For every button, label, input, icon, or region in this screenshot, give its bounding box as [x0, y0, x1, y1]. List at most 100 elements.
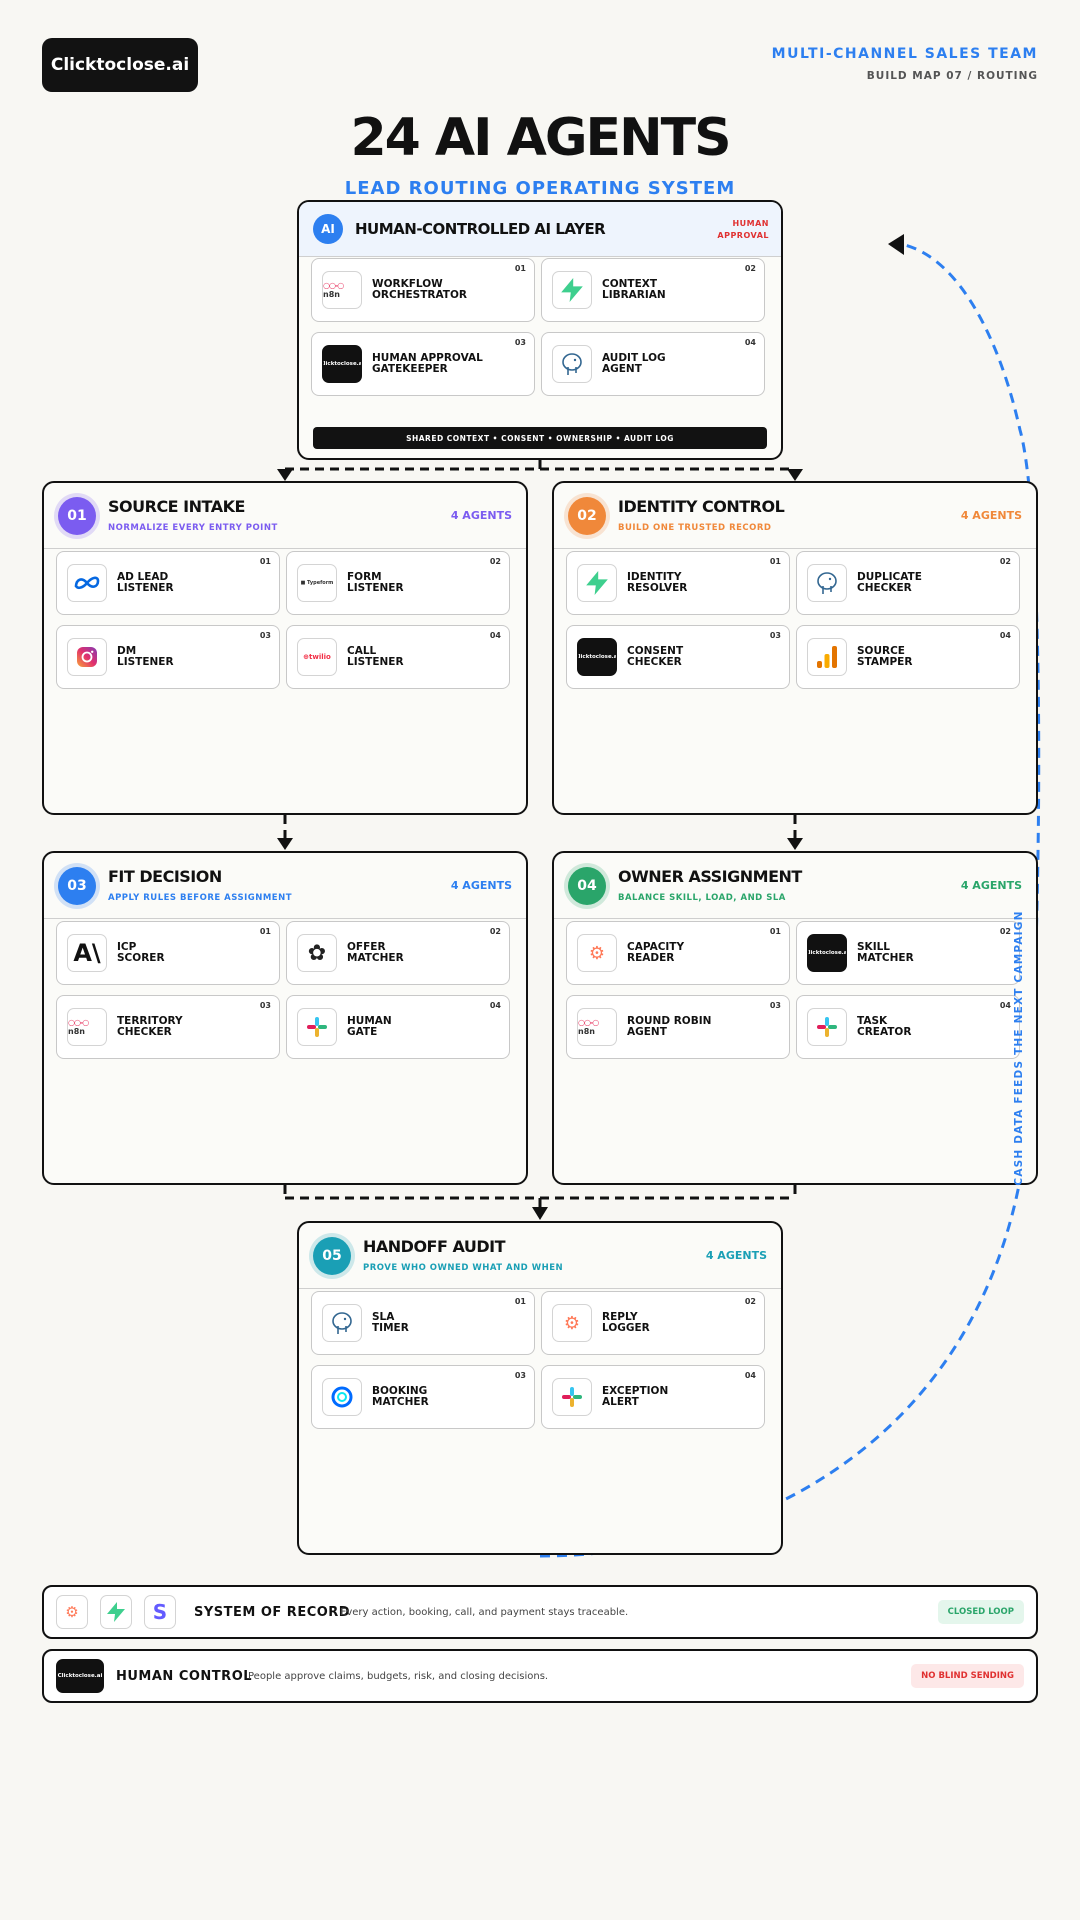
postgres-elephant-icon — [552, 345, 592, 383]
stage-header: 02 IDENTITY CONTROL BUILD ONE TRUSTED RECO… — [554, 483, 1036, 549]
brand-logo: Clicktoclose.ai — [42, 38, 198, 92]
agent-card-label: SOURCE STAMPER — [857, 645, 913, 668]
agent-card-label: SLA TIMER — [372, 1311, 409, 1334]
approval-line-1: HUMAN — [732, 219, 769, 228]
stage-title: SOURCE INTAKE — [108, 497, 245, 516]
arrow-to-source-intake — [277, 469, 293, 481]
agent-card-label: CAPACITY READER — [627, 941, 685, 964]
agent-card-number: 03 — [769, 1001, 781, 1010]
agent-card-label: IDENTITY RESOLVER — [627, 571, 688, 594]
agent-card-number: 03 — [514, 1371, 526, 1380]
stage-subtitle: APPLY RULES BEFORE ASSIGNMENT — [108, 893, 292, 903]
agent-card-number: 04 — [744, 338, 756, 347]
stage-number-badge: 04 — [568, 867, 606, 905]
agent-card-number: 01 — [769, 927, 781, 936]
no-blind-sending-badge: NO BLIND SENDING — [911, 1664, 1024, 1688]
twilio-icon: ⊕twilio — [297, 638, 337, 676]
arrow-to-fit-decision — [277, 838, 293, 850]
agent-card-number: 01 — [259, 927, 271, 936]
agent-card-label: WORKFLOW ORCHESTRATOR — [372, 278, 467, 301]
ai-layer-header: AI HUMAN-CONTROLLED AI LAYER HUMAN APPRO… — [299, 202, 781, 257]
supabase-bolt-icon — [577, 564, 617, 602]
agent-card-label: HUMAN GATE — [347, 1015, 392, 1038]
agent-card-number: 02 — [489, 557, 501, 566]
stage-agent-count: 4 AGENTS — [450, 509, 512, 522]
agent-card-number: 01 — [514, 1297, 526, 1306]
agent-card-number: 04 — [744, 1371, 756, 1380]
ai-layer-panel: AI HUMAN-CONTROLLED AI LAYER HUMAN APPRO… — [297, 200, 783, 460]
analytics-bars-icon — [807, 638, 847, 676]
agent-card-number: 02 — [744, 1297, 756, 1306]
agent-card-label: AUDIT LOG AGENT — [602, 352, 666, 375]
stage-agent-count: 4 AGENTS — [450, 879, 512, 892]
hubspot-icon: ⚙ — [577, 934, 617, 972]
stage-subtitle: BALANCE SKILL, LOAD, AND SLA — [618, 893, 786, 903]
stage-title: HANDOFF AUDIT — [363, 1237, 506, 1256]
agent-card-label: SKILL MATCHER — [857, 941, 914, 964]
agent-card-label: HUMAN APPROVAL GATEKEEPER — [372, 352, 483, 375]
stage-number-badge: 01 — [58, 497, 96, 535]
slack-icon — [807, 1008, 847, 1046]
team-title: MULTI-CHANNEL SALES TEAM — [771, 46, 1038, 62]
clicktoclose-icon: Clicktoclose.ai — [807, 934, 847, 972]
stage-subtitle: NORMALIZE EVERY ENTRY POINT — [108, 523, 278, 533]
agent-card: Clicktoclose.ai03HUMAN APPROVAL GATEKEEP… — [311, 332, 535, 396]
clicktoclose-icon: Clicktoclose.ai — [577, 638, 617, 676]
typeform-icon: ■ Typeform — [297, 564, 337, 602]
agent-card-number: 02 — [489, 927, 501, 936]
system-of-record-desc: Every action, booking, call, and payment… — [340, 1607, 629, 1618]
stage-number-badge: 02 — [568, 497, 606, 535]
agent-card-number: 02 — [999, 557, 1011, 566]
agent-card-label: ICP SCORER — [117, 941, 165, 964]
human-control-desc: People approve claims, budgets, risk, an… — [248, 1671, 549, 1682]
agent-card-number: 02 — [744, 264, 756, 273]
arrow-to-handoff-audit — [532, 1207, 548, 1220]
arrow-to-owner-assignment — [787, 838, 803, 850]
arrow-to-identity-control — [787, 469, 803, 481]
agent-card-number: 01 — [514, 264, 526, 273]
agent-card-label: ROUND ROBIN AGENT — [627, 1015, 712, 1038]
stage-subtitle: BUILD ONE TRUSTED RECORD — [618, 523, 772, 533]
n8n-icon: ○○-○ n8n — [67, 1008, 107, 1046]
stage-identity-control: 02 IDENTITY CONTROL BUILD ONE TRUSTED RECO… — [552, 481, 1038, 815]
meta-icon — [67, 564, 107, 602]
n8n-icon: ○○-○ n8n — [577, 1008, 617, 1046]
agent-card-label: DM LISTENER — [117, 645, 174, 668]
stage-title: IDENTITY CONTROL — [618, 497, 785, 516]
stage-number-badge: 03 — [58, 867, 96, 905]
human-control-box: Clicktoclose.ai HUMAN CONTROL People app… — [42, 1649, 1038, 1703]
agent-card-number: 02 — [999, 927, 1011, 936]
postgres-elephant-icon — [807, 564, 847, 602]
slack-icon — [552, 1378, 592, 1416]
agent-card-label: AD LEAD LISTENER — [117, 571, 174, 594]
header-meta: MULTI-CHANNEL SALES TEAM BUILD MAP 07 / … — [772, 46, 1038, 82]
agent-card-label: CONTEXT LIBRARIAN — [602, 278, 666, 301]
agent-card-label: CONSENT CHECKER — [627, 645, 684, 668]
closed-loop-badge: CLOSED LOOP — [937, 1600, 1024, 1624]
postgres-elephant-icon — [322, 1304, 362, 1342]
stage-title: FIT DECISION — [108, 867, 222, 886]
ai-layer-title: HUMAN-CONTROLLED AI LAYER — [355, 220, 606, 238]
clicktoclose-icon: Clicktoclose.ai — [56, 1659, 104, 1693]
approval-line-2: APPROVAL — [717, 231, 769, 240]
